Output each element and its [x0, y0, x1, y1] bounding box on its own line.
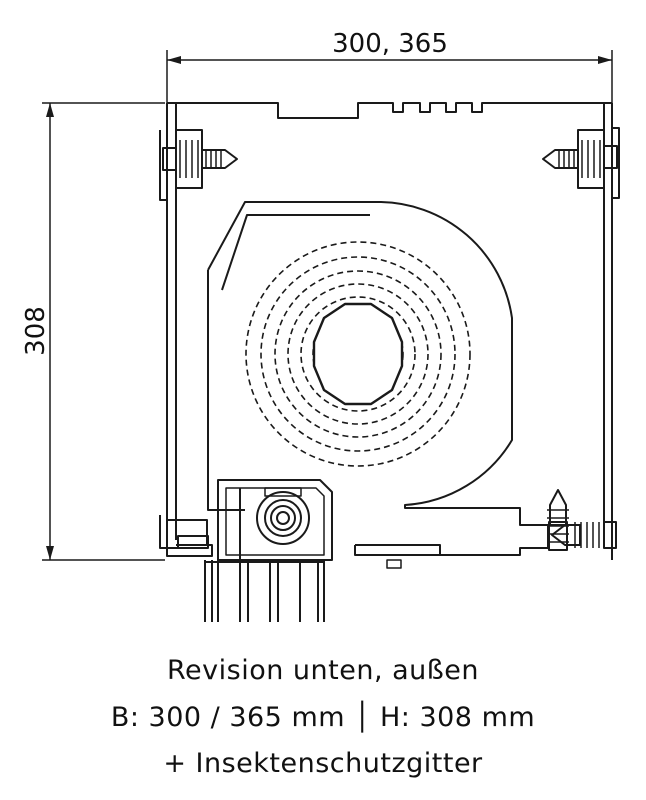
screw-bottom-right-horizontal: [551, 521, 617, 549]
width-dimension: 300, 365: [166, 29, 613, 103]
roller-housing-profile: [207, 200, 549, 569]
caption-line-3: + Insektenschutzgitter: [163, 748, 483, 779]
octagonal-shaft: [312, 302, 404, 406]
caption-line-2: B: 300 / 365 mm │ H: 308 mm: [110, 702, 536, 733]
screw-bottom-right-vertical: [547, 489, 569, 551]
caption-line-1: Revision unten, außen: [166, 655, 479, 686]
guide-rail-assembly: [168, 479, 333, 561]
screw-top-right: [542, 129, 618, 189]
screw-top-left: [162, 129, 238, 189]
width-label: 300, 365: [332, 29, 448, 59]
height-label: 308: [21, 306, 51, 356]
lower-guide-rail: [204, 560, 325, 622]
technical-drawing: 300, 365 308: [21, 29, 620, 622]
height-dimension: 308: [21, 102, 165, 561]
